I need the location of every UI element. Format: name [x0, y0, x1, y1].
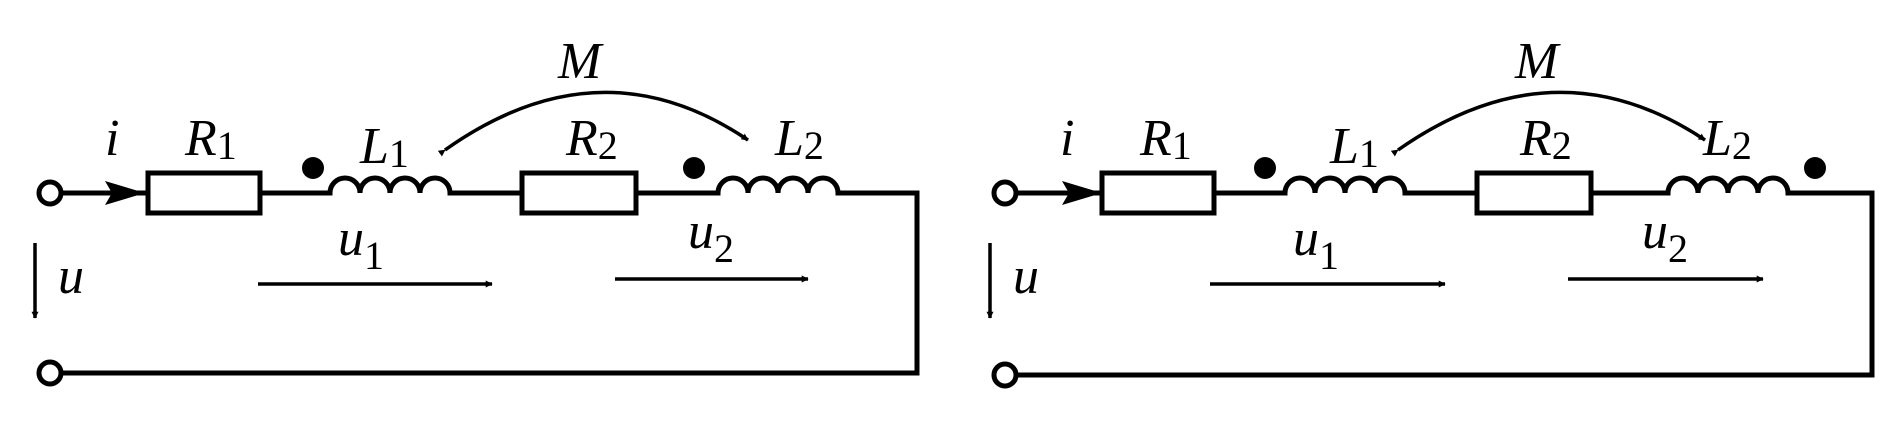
- resistor-r2: [519, 170, 639, 216]
- label-voltage-u: u: [58, 248, 84, 305]
- label-u2: u2: [688, 203, 734, 271]
- return-wire: [1013, 190, 1875, 378]
- polarity-dot-l2: [1804, 157, 1826, 179]
- inductor-l1: [327, 175, 453, 194]
- resistor-r1: [1099, 170, 1217, 216]
- mutual-arrow: [437, 90, 749, 157]
- label-l2: L2: [1702, 110, 1752, 168]
- label-r2: R2: [1519, 110, 1572, 168]
- label-l1: L1: [359, 118, 409, 176]
- label-r1: R1: [184, 110, 237, 168]
- label-l2: L2: [774, 110, 824, 168]
- label-r1: R1: [1139, 110, 1192, 168]
- circuit-right: i u M R1 L1 R2 L2 u1 u2: [986, 33, 1875, 389]
- input-terminal-bottom: [991, 361, 1019, 389]
- circuit-left: i u M R1 L1 R2 L2 u1 u2: [31, 33, 920, 387]
- polarity-dot-l1: [302, 157, 324, 179]
- label-l1: L1: [1329, 118, 1379, 176]
- inductor-l1: [1282, 175, 1408, 194]
- label-r2: R2: [565, 110, 618, 168]
- current-arrow-head: [105, 181, 145, 205]
- input-terminal-top: [991, 179, 1019, 207]
- resistor-r1: [145, 170, 263, 216]
- polarity-dot-l2: [683, 157, 705, 179]
- inductor-l2: [715, 175, 841, 194]
- input-terminal-top: [36, 179, 64, 207]
- label-mutual: M: [1514, 33, 1561, 90]
- resistor-r2: [1474, 170, 1594, 216]
- polarity-dot-l1: [1254, 157, 1276, 179]
- label-u2: u2: [1642, 203, 1688, 271]
- return-wire: [58, 190, 920, 376]
- label-current: i: [1060, 110, 1074, 167]
- input-terminal-bottom: [36, 359, 64, 387]
- label-u1: u1: [1293, 210, 1339, 278]
- label-current: i: [105, 110, 119, 167]
- inductor-l2: [1665, 175, 1791, 194]
- mutual-arrow: [1390, 90, 1706, 157]
- label-u1: u1: [338, 210, 384, 278]
- label-voltage-u: u: [1013, 248, 1039, 305]
- label-mutual: M: [557, 33, 604, 90]
- current-arrow-head: [1062, 181, 1102, 205]
